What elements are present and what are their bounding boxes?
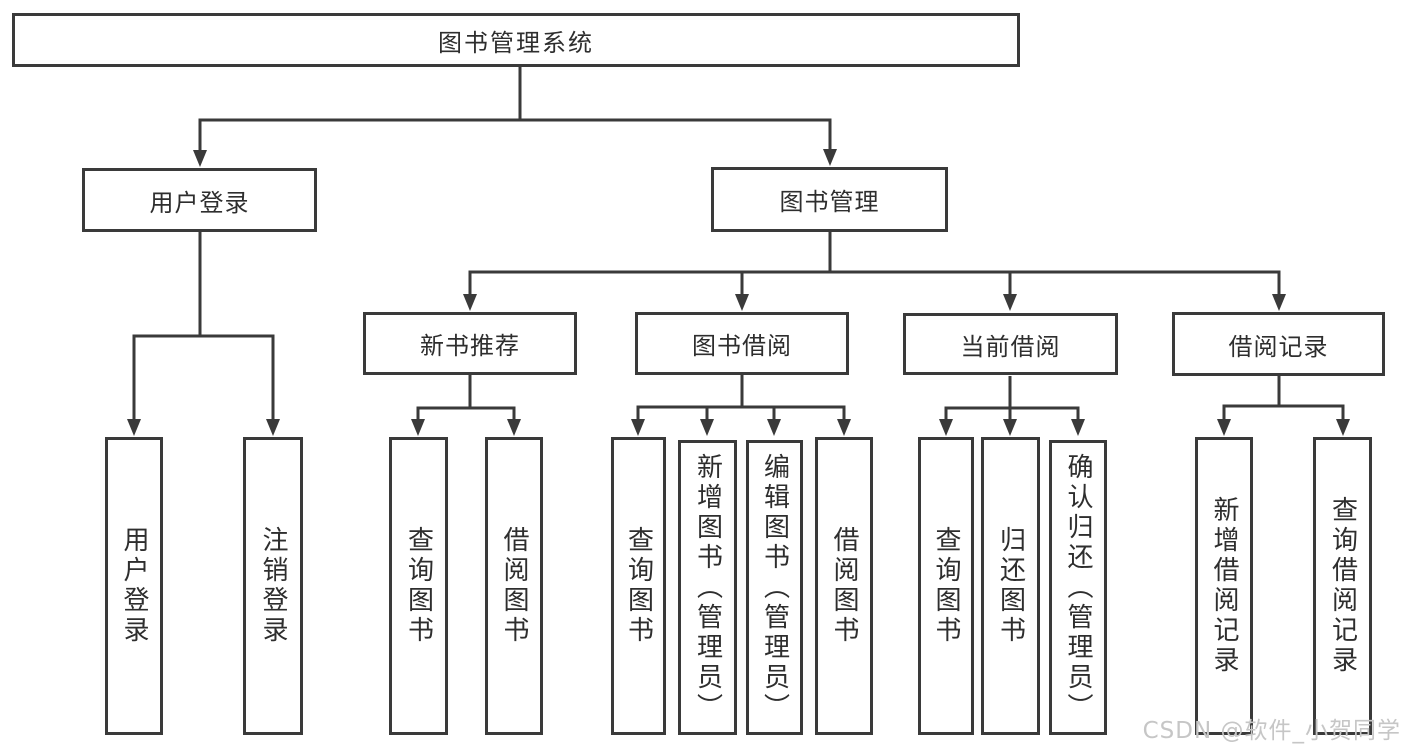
leaf-bb-borrow-books: 借阅图书 <box>815 437 873 735</box>
node-root: 图书管理系统 <box>12 13 1020 67</box>
leaf-nbr-query-books-label: 查询图书 <box>403 526 434 646</box>
leaf-bb-borrow-books-label: 借阅图书 <box>829 526 859 646</box>
leaf-bb-query-books-label: 查询图书 <box>623 526 654 646</box>
leaf-nbr-borrow-books-label: 借阅图书 <box>499 526 529 646</box>
leaf-br-query-record-label: 查询借阅记录 <box>1327 496 1358 676</box>
leaf-bb-query-books: 查询图书 <box>611 437 666 735</box>
leaf-br-query-record: 查询借阅记录 <box>1313 437 1372 735</box>
leaf-bb-edit-books: 编辑图书（管理员） <box>746 440 803 735</box>
node-borrow-record-label: 借阅记录 <box>1228 332 1329 361</box>
leaf-cb-return-books: 归还图书 <box>981 437 1040 735</box>
leaf-bb-edit-books-label: 编辑图书（管理员） <box>759 452 790 723</box>
leaf-user-login-label: 用户登录 <box>119 526 149 646</box>
node-user-login: 用户登录 <box>82 168 317 232</box>
node-new-book-rec-label: 新书推荐 <box>420 332 520 360</box>
leaf-br-add-record: 新增借阅记录 <box>1195 437 1253 735</box>
node-book-borrow-label: 图书借阅 <box>692 332 792 360</box>
leaf-br-add-record-label: 新增借阅记录 <box>1209 496 1239 676</box>
leaf-user-login: 用户登录 <box>105 437 163 735</box>
leaf-cb-return-books-label: 归还图书 <box>995 526 1026 646</box>
node-book-borrow: 图书借阅 <box>635 312 849 375</box>
leaf-logout-label: 注销登录 <box>258 526 288 646</box>
node-book-mgmt: 图书管理 <box>711 167 948 232</box>
leaf-nbr-query-books: 查询图书 <box>389 437 448 735</box>
node-current-borrow: 当前借阅 <box>903 313 1118 375</box>
leaf-bb-add-books: 新增图书（管理员） <box>678 440 737 735</box>
leaf-logout: 注销登录 <box>243 437 303 735</box>
csdn-watermark: CSDN @软件_小贺同学 <box>1142 718 1401 744</box>
leaf-cb-confirm-return: 确认归还（管理员） <box>1049 440 1107 735</box>
node-user-login-label: 用户登录 <box>149 188 250 217</box>
node-current-borrow-label: 当前借阅 <box>960 332 1061 361</box>
node-new-book-rec: 新书推荐 <box>363 312 577 375</box>
leaf-cb-confirm-return-label: 确认归还（管理员） <box>1063 452 1093 723</box>
leaf-cb-query-books-label: 查询图书 <box>931 526 961 646</box>
node-borrow-record: 借阅记录 <box>1172 312 1385 376</box>
node-book-mgmt-label: 图书管理 <box>779 188 880 216</box>
leaf-nbr-borrow-books: 借阅图书 <box>485 437 543 735</box>
leaf-bb-add-books-label: 新增图书（管理员） <box>692 452 723 723</box>
node-root-label: 图书管理系统 <box>438 28 594 57</box>
leaf-cb-query-books: 查询图书 <box>918 437 974 735</box>
